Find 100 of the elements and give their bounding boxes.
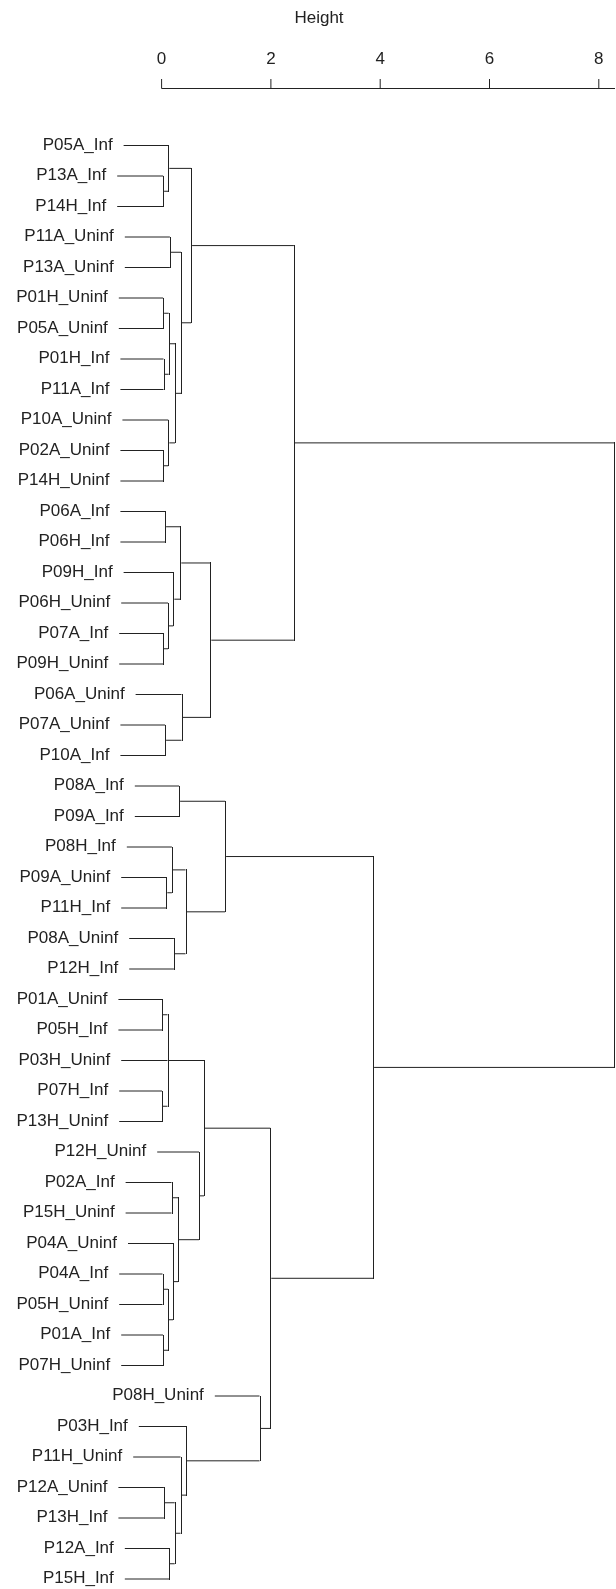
sample-label: P11A_Inf	[40, 378, 110, 399]
dendrogram-branch	[191, 245, 295, 247]
sample-label: P05H_Uninf	[16, 1293, 109, 1314]
dendrogram-branch	[181, 1494, 187, 1496]
dendrogram-branch	[165, 526, 181, 528]
sample-label: P07H_Inf	[37, 1080, 109, 1100]
dendrogram-branch	[118, 1090, 163, 1092]
sample-label: P06H_Inf	[38, 531, 110, 551]
dendrogram-branch	[169, 1563, 176, 1565]
sample-label: P15H_Uninf	[22, 1202, 115, 1222]
dendrogram-branch	[166, 892, 173, 894]
dendrogram-branch	[119, 450, 164, 451]
tick-label: 2	[266, 49, 276, 69]
sample-label: P07A_Inf	[38, 622, 109, 643]
sample-label: P13H_Inf	[36, 1507, 108, 1527]
dendrogram-branch	[124, 1578, 170, 1580]
sample-label: P07A_Uninf	[18, 714, 110, 734]
dendrogram-branch	[117, 999, 163, 1000]
sample-label: P09H_Uninf	[16, 653, 109, 673]
dendrogram-branch	[373, 1066, 615, 1068]
dendrogram-branch	[119, 358, 164, 360]
dendrogram-branch	[260, 1427, 271, 1429]
dendrogram-branch	[118, 633, 164, 634]
dendrogram-branch	[116, 175, 164, 177]
dendrogram-branch	[120, 1060, 168, 1061]
dendrogram-branch	[163, 312, 170, 314]
sample-label: P12A_Uninf	[16, 1476, 108, 1497]
sample-label: P08H_Inf	[44, 836, 116, 856]
dendrogram-branch	[164, 1502, 176, 1504]
dendrogram-branch	[168, 442, 176, 444]
dendrogram-branch	[117, 1487, 165, 1488]
dendrogram-branch	[175, 1532, 181, 1534]
dendrogram-branch	[134, 785, 180, 787]
sample-label: P05A_Inf	[42, 134, 113, 155]
sample-label: P06A_Uninf	[33, 683, 125, 704]
sample-label: P01A_Inf	[40, 1324, 111, 1344]
dendrogram-branch	[119, 480, 164, 482]
dendrogram-branch	[178, 1239, 200, 1241]
sample-label: P13A_Uninf	[23, 256, 114, 277]
sample-label: P09A_Uninf	[19, 866, 111, 887]
dendrogram-branch	[199, 1195, 205, 1197]
dendrogram-branch	[165, 739, 182, 741]
dendrogram-branch	[210, 639, 295, 641]
dendrogram-branch	[179, 800, 226, 802]
tick-label: 0	[156, 49, 167, 69]
sample-label: P10A_Inf	[39, 744, 110, 765]
dendrogram-branch	[119, 755, 166, 756]
sample-label: P13A_Inf	[36, 165, 107, 185]
sample-label: P07H_Uninf	[18, 1354, 111, 1375]
dendrogram-branch	[270, 1277, 374, 1279]
tick-label: 8	[594, 49, 604, 69]
dendrogram-branch	[123, 145, 169, 146]
dendrogram-branch	[119, 389, 164, 390]
dendrogram-branch	[294, 442, 615, 444]
dendrogram-branch	[121, 419, 169, 421]
sample-label: P09H_Inf	[41, 561, 113, 582]
dendrogram-branch	[118, 1121, 163, 1122]
dendrogram-branch	[168, 1060, 205, 1061]
sample-label: P15H_Inf	[42, 1568, 114, 1588]
sample-label: P01A_Uninf	[16, 988, 108, 1009]
dendrogram-branch	[120, 1334, 164, 1336]
sample-label: P05A_Uninf	[17, 317, 108, 338]
sample-label: P03H_Uninf	[18, 1049, 111, 1070]
dendrogram-branch	[168, 167, 192, 169]
sample-label: P08H_Uninf	[112, 1385, 204, 1405]
sample-label: P13H_Uninf	[16, 1110, 109, 1131]
sample-label: P06A_Inf	[39, 500, 110, 521]
sample-label: P14H_Uninf	[17, 470, 110, 490]
dendrogram-branch	[119, 511, 166, 512]
sample-label: P12H_Uninf	[54, 1141, 147, 1161]
sample-label: P11A_Uninf	[24, 226, 114, 246]
sample-label: P12A_Inf	[43, 1537, 114, 1558]
dendrogram-branch	[173, 1281, 179, 1283]
dendrogram-branch	[119, 724, 166, 726]
dendrogram-branch	[120, 907, 167, 909]
dendrogram-branch	[163, 1288, 169, 1290]
dendrogram-branch	[124, 267, 171, 268]
sample-label: P02A_Inf	[44, 1171, 115, 1192]
dendrogram-branch	[163, 648, 169, 650]
sample-label: P14H_Inf	[35, 195, 107, 216]
dendrogram-branch	[126, 846, 173, 848]
sample-label: P01H_Inf	[38, 348, 110, 368]
dendrogram-branch	[117, 1029, 163, 1031]
sample-label: P05H_Inf	[36, 1019, 108, 1039]
dendrogram-branch	[128, 968, 175, 970]
dendrogram-branch	[172, 869, 186, 871]
dendrogram-branch	[138, 1426, 187, 1427]
sample-label: P11H_Inf	[40, 897, 111, 917]
sample-label: P03H_Inf	[56, 1415, 128, 1436]
dendrogram-branch	[134, 816, 180, 817]
sample-label: P02A_Uninf	[18, 439, 110, 460]
dendrogram-branch	[186, 1460, 260, 1462]
dendrogram-branch	[204, 1127, 271, 1129]
dendrogram-branch	[127, 1243, 174, 1244]
dendrogram-branch	[118, 1273, 163, 1275]
dendrogram-branch	[180, 562, 211, 564]
dendrogram-branch	[118, 297, 164, 299]
sample-label: P04A_Inf	[38, 1263, 109, 1283]
dendrogram-branch	[163, 190, 169, 192]
dendrogram-branch	[181, 322, 192, 324]
